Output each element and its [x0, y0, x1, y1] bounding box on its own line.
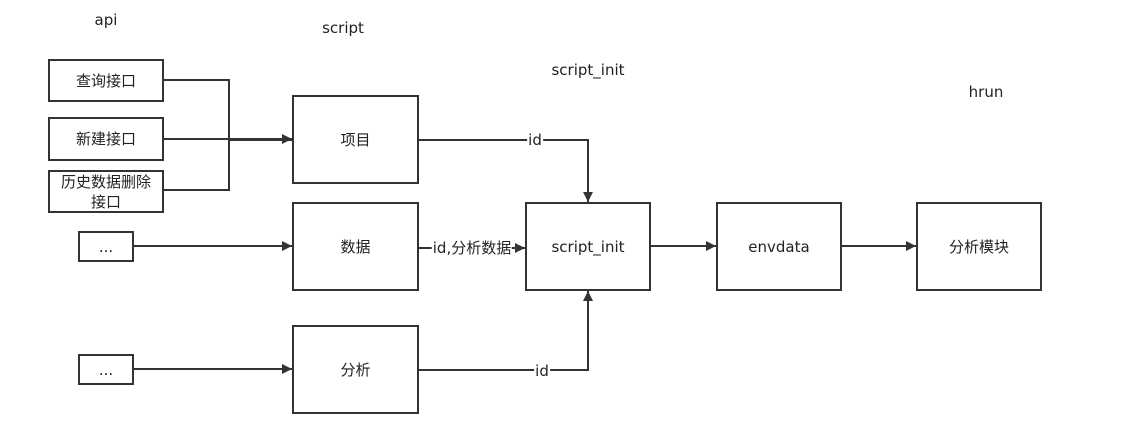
edge-delete-to-project: [163, 140, 230, 191]
column-title-script-init: script_init: [551, 61, 625, 79]
edge-label-data-analysis: id,分析数据: [431, 239, 513, 257]
edge-analysis-to-init: [418, 291, 593, 371]
node-create-api: 新建接口: [48, 117, 164, 161]
node-project: 项目: [292, 95, 419, 184]
column-title-script: script: [322, 19, 364, 37]
column-title-hrun: hrun: [968, 83, 1004, 101]
edge-query-to-project: [163, 79, 230, 140]
edge-label-analysis-id: id: [534, 362, 550, 380]
node-more-2: ...: [78, 354, 134, 385]
node-envdata: envdata: [716, 202, 842, 291]
node-script-init: script_init: [525, 202, 651, 291]
node-history-delete-api: 历史数据删除接口: [48, 170, 164, 213]
node-query-api: 查询接口: [48, 59, 164, 102]
edge-project-to-init: [418, 139, 593, 202]
column-title-api: api: [94, 11, 118, 29]
node-analysis-module: 分析模块: [916, 202, 1042, 291]
node-more-1: ...: [78, 231, 134, 262]
node-data: 数据: [292, 202, 419, 291]
node-analysis: 分析: [292, 325, 419, 414]
edge-label-project-id: id: [527, 131, 543, 149]
